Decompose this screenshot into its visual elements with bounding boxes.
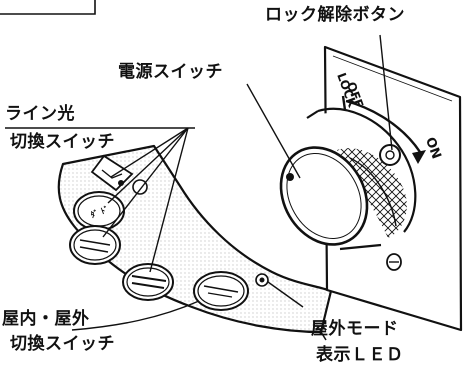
outdoor-mode-led [255,273,269,287]
mounting-screw [386,253,402,271]
label-outdoor-mode-line2: 表示ＬＥＤ [316,345,404,365]
label-outdoor-mode-line1: 屋外モード [311,319,399,339]
dial-direction-arc [341,95,426,164]
line-light-indicator-icon [90,154,148,195]
indoor-outdoor-switch-button[interactable] [193,271,249,311]
line-light-button-1[interactable]: ﾀﾞ ﾄﾞ [73,191,125,231]
line-light-button-3[interactable] [122,263,174,301]
label-line-light-subtitle: 切換スイッチ [10,132,115,152]
line-light-button-2[interactable] [69,225,121,265]
label-line-light-title: ライン光 [5,104,75,124]
top-left-frame-corner [0,0,96,15]
dial-mark-on: ON [422,135,444,161]
label-indoor-outdoor-line2: 切換スイッチ [10,334,115,354]
leader-lines [5,34,393,331]
label-power-switch: 電源スイッチ [118,62,223,82]
lock-release-button[interactable] [379,144,401,166]
label-indoor-outdoor-line1: 屋内・屋外 [2,309,90,329]
label-lock-release-button: ロック解除ボタン [265,5,405,25]
